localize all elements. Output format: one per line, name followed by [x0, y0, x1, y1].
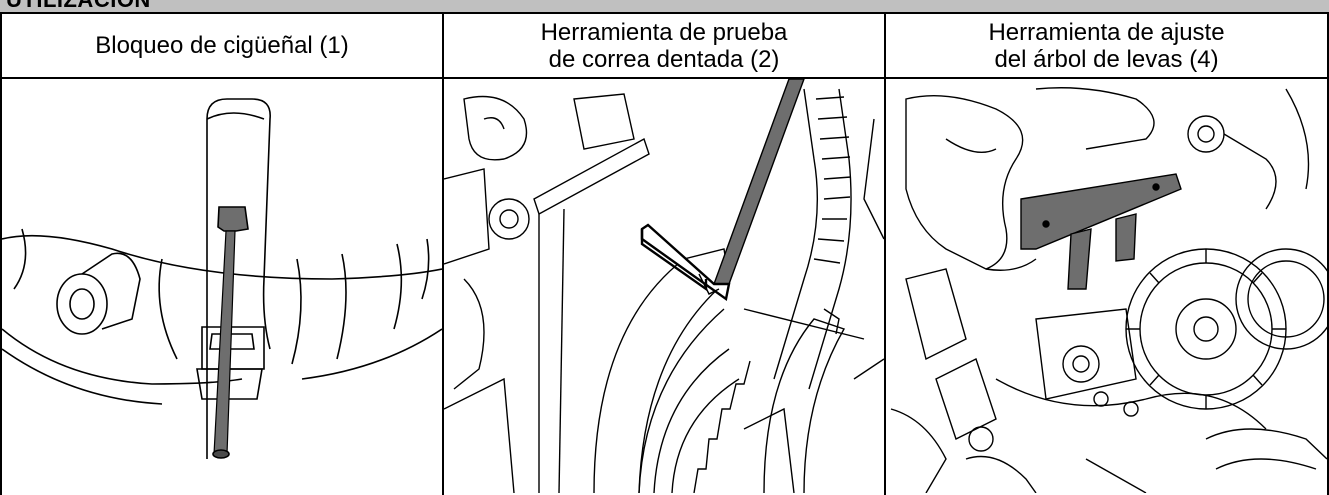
table-header-divider [0, 77, 1329, 79]
camshaft-adjust-tool-illustration [886, 79, 1327, 493]
section-title: UTILIZACIÓN [6, 0, 151, 12]
table-divider-1 [442, 14, 444, 495]
column-title-camshaft-tool: Herramienta de ajuste del árbol de levas… [988, 18, 1225, 73]
table-border-left [0, 14, 2, 495]
column-title-crankshaft-lock: Bloqueo de cigüeñal (1) [95, 32, 349, 59]
column-title-belt-tester: Herramienta de prueba de correa dentada … [540, 18, 788, 73]
section-header: UTILIZACIÓN [0, 0, 1329, 14]
timing-belt-tester-illustration [444, 79, 884, 493]
table-border-right [1327, 14, 1329, 495]
table-divider-2 [884, 14, 886, 495]
crankshaft-lock-illustration [2, 79, 442, 493]
